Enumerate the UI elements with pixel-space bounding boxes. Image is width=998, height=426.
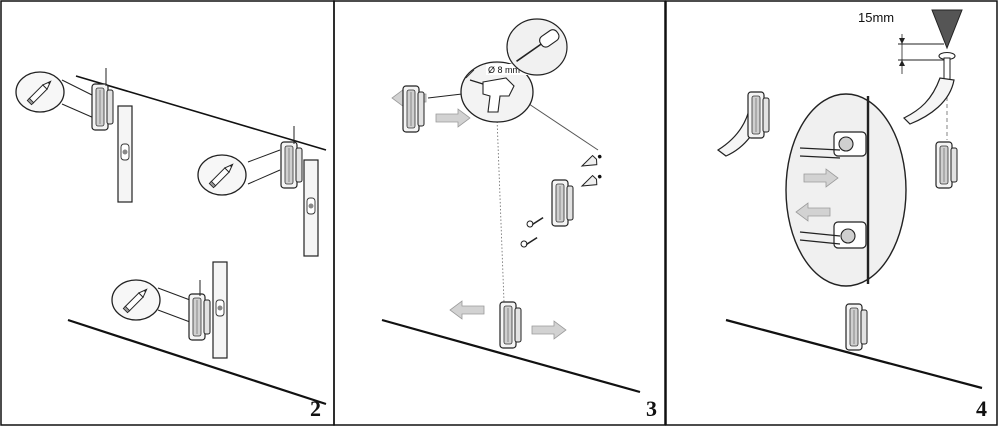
floor-line (67, 318, 327, 406)
hinge-bracket (845, 303, 868, 351)
panel-4: 15mm (665, 0, 998, 426)
hinge-bracket (499, 301, 522, 349)
hinge-bracket (935, 141, 958, 189)
hinge-bracket (188, 293, 211, 341)
drill-icon (465, 69, 515, 113)
pencil-icon (197, 154, 247, 196)
floor-line (381, 318, 641, 394)
arrow-right-icon (435, 108, 471, 128)
screw-icon (525, 216, 546, 229)
hinge-bracket (402, 85, 425, 133)
panel-4-frame (665, 0, 998, 426)
pencil-icon (111, 279, 161, 321)
arrow-left-icon (449, 300, 485, 320)
drill-size-label: Ø 8 mm (488, 65, 520, 75)
marking-line (75, 75, 327, 151)
hinge-bracket (747, 91, 770, 139)
arrow-right-icon (531, 320, 567, 340)
clip-detail (799, 221, 867, 249)
floor-line (725, 318, 983, 390)
wall-plug-icon (579, 171, 605, 192)
hinge-bracket (91, 83, 114, 131)
panel-2-frame (0, 0, 335, 426)
door-handle (902, 77, 955, 125)
press-down-indicator-icon (931, 9, 963, 50)
clip-detail (799, 131, 867, 159)
spirit-level-icon (212, 261, 228, 359)
wall-plug-icon (579, 151, 605, 172)
spirit-level-icon (117, 105, 133, 203)
detail-callout (785, 93, 907, 287)
panel-number: 4 (976, 396, 987, 421)
panel-3: Ø 8 mm 3 (333, 0, 666, 426)
screwdriver-icon (516, 29, 560, 62)
panel-number: 2 (310, 396, 321, 421)
pencil-icon (15, 71, 65, 113)
hinge-bracket (551, 179, 574, 227)
hinge-bracket (280, 141, 303, 189)
spirit-level-icon (303, 159, 319, 257)
panel-number: 3 (646, 396, 657, 421)
dimension-label: 15mm (858, 10, 894, 25)
panel-2: 2 (0, 0, 335, 426)
screw-icon (519, 236, 540, 249)
panel-3-frame (333, 0, 666, 426)
